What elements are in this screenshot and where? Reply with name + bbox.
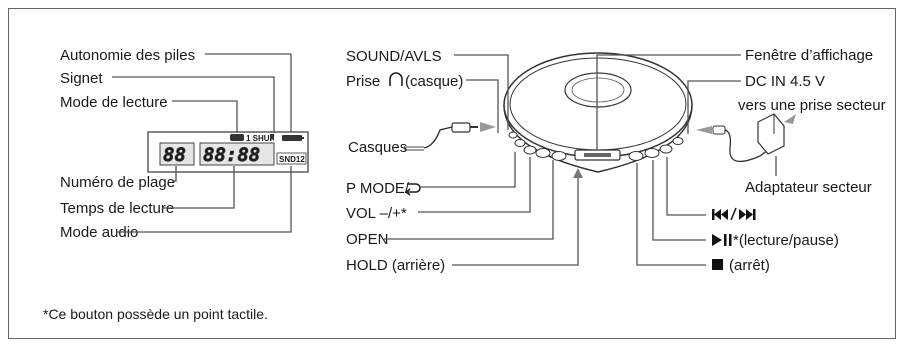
line-autonomie bbox=[205, 53, 292, 132]
prev-next-icon bbox=[712, 207, 756, 221]
line-vol bbox=[418, 157, 531, 213]
shuffle-indicator: 1 SHUF bbox=[246, 134, 275, 143]
adapter-body bbox=[757, 113, 785, 155]
line-casques bbox=[404, 146, 424, 151]
headphone-cable bbox=[423, 126, 453, 149]
line-mode-lecture bbox=[172, 100, 238, 133]
stop-icon bbox=[712, 259, 723, 270]
label-dc-in: DC IN 4.5 V bbox=[745, 73, 825, 90]
line-temps-lecture bbox=[162, 166, 235, 209]
button-play-pause bbox=[644, 148, 660, 158]
line-fenetre bbox=[596, 54, 741, 150]
jack-dc-in bbox=[672, 137, 684, 145]
line-numero-plage bbox=[172, 166, 177, 182]
battery-indicator-icon bbox=[282, 135, 302, 141]
arrow-headphone-icon bbox=[480, 122, 496, 132]
line-dc-in bbox=[687, 80, 741, 134]
sound-mode-indicator: SND12 bbox=[279, 155, 305, 164]
label-fenetre: Fenêtre d’affichage bbox=[745, 47, 873, 64]
button-vol bbox=[535, 148, 551, 158]
headphone-plug-body bbox=[451, 122, 471, 133]
label-stop: (arrêt) bbox=[729, 257, 770, 274]
label-vers-prise: vers une prise secteur bbox=[738, 97, 886, 114]
disc-window-inner bbox=[571, 77, 625, 103]
track-digits: 88 bbox=[163, 144, 186, 166]
headphones-icon bbox=[389, 72, 403, 86]
label-temps-lecture: Temps de lecture bbox=[60, 200, 174, 217]
diagram-frame bbox=[8, 8, 896, 339]
button-prev-next bbox=[659, 144, 673, 154]
play-pause-icon bbox=[712, 234, 732, 246]
footnote: *Ce bouton possède un point tactile. bbox=[43, 306, 268, 322]
cd-player bbox=[503, 52, 693, 173]
time-digits: 88:88 bbox=[203, 144, 260, 166]
lcd-outline bbox=[147, 131, 309, 173]
line-stop bbox=[636, 163, 706, 266]
line-p-mode bbox=[420, 152, 516, 188]
line-hold bbox=[452, 178, 579, 266]
line-open bbox=[384, 160, 554, 240]
time-digits-box bbox=[199, 142, 275, 166]
label-hold: HOLD (arrière) bbox=[346, 257, 445, 274]
button-stop bbox=[628, 151, 644, 161]
adapter-plug bbox=[712, 125, 726, 135]
button-pmode bbox=[523, 145, 537, 155]
track-digits-box bbox=[159, 142, 195, 166]
line-mode-audio bbox=[116, 166, 292, 233]
jack-headphones bbox=[508, 131, 518, 139]
headphone-plug bbox=[423, 122, 496, 149]
arrow-outlet-icon bbox=[784, 114, 796, 124]
label-p-mode: P MODE/ bbox=[346, 180, 410, 197]
label-mode-audio: Mode audio bbox=[60, 224, 138, 241]
line-signet bbox=[112, 76, 275, 133]
ac-adapter bbox=[696, 113, 796, 163]
adapter-cable bbox=[724, 129, 769, 163]
label-mode-lecture: Mode de lecture bbox=[60, 94, 168, 111]
button-open bbox=[551, 151, 567, 161]
label-prise: Prise bbox=[346, 73, 380, 90]
bookmark-indicator-icon bbox=[270, 134, 274, 141]
label-sound-avls: SOUND/AVLS bbox=[346, 48, 442, 65]
label-play-pause: *(lecture/pause) bbox=[733, 232, 839, 249]
label-autonomie: Autonomie des piles bbox=[60, 47, 195, 64]
line-prev-next bbox=[666, 157, 706, 216]
lcd-display: 1 SHUF 88 88:88 SND12 bbox=[147, 131, 309, 173]
label-vol: VOL –/+* bbox=[346, 205, 407, 222]
label-numero-plage: Numéro de plage bbox=[60, 174, 175, 191]
arrow-hold-icon bbox=[573, 168, 583, 178]
battery-tip bbox=[302, 137, 304, 139]
front-display-lcd bbox=[584, 153, 611, 157]
label-signet: Signet bbox=[60, 70, 103, 87]
line-sound-avls bbox=[454, 54, 509, 130]
disc-window bbox=[564, 72, 632, 108]
label-prise-suffix: (casque) bbox=[405, 73, 463, 90]
button-sound bbox=[514, 139, 526, 147]
line-prise bbox=[466, 79, 499, 133]
label-casques: Casques bbox=[348, 139, 407, 156]
repeat-mode-icon bbox=[405, 183, 421, 196]
sound-mode-box bbox=[276, 152, 307, 165]
label-adaptateur: Adaptateur secteur bbox=[745, 179, 872, 196]
repeat-indicator-icon bbox=[230, 134, 244, 141]
line-play-pause bbox=[652, 160, 706, 241]
label-open: OPEN bbox=[346, 231, 389, 248]
arrow-dc-in-icon bbox=[696, 126, 712, 134]
